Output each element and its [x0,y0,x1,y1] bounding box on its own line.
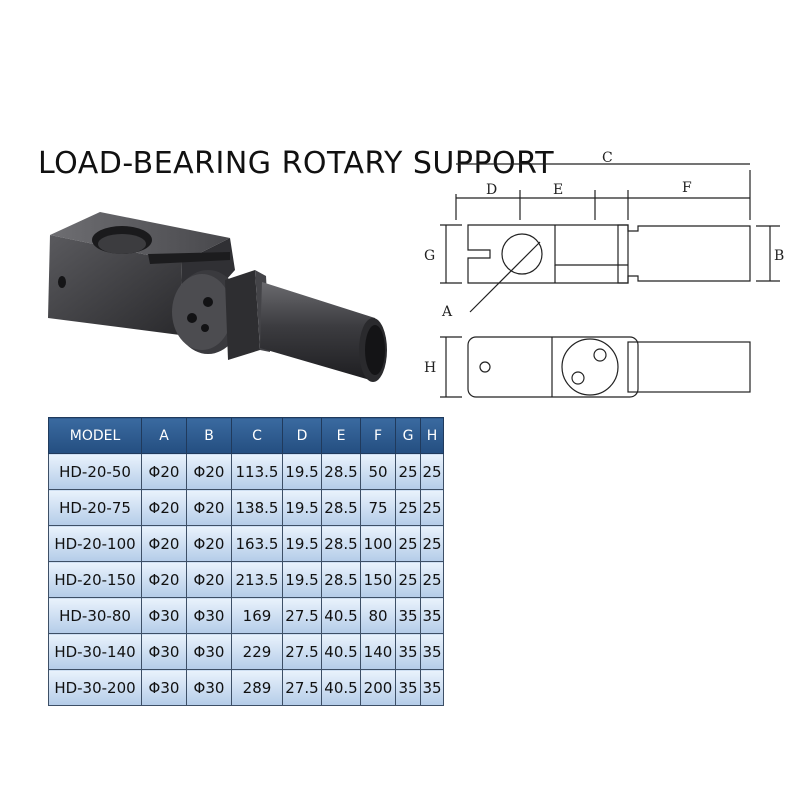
cell-h: 25 [420,525,444,562]
cell-g: 25 [395,525,421,562]
dim-label-a: A [441,304,453,320]
cell-e: 28.5 [321,489,361,526]
dim-label-c: C [602,150,613,166]
cell-d: 19.5 [282,489,322,526]
product-illustration [48,212,387,382]
dim-label-b: B [774,248,784,264]
dim-label-e: E [553,182,563,198]
cell-b: Φ30 [186,597,232,634]
cell-d: 27.5 [282,597,322,634]
cell-h: 35 [420,633,444,670]
table-header-row: MODEL A B C D E F G H [48,417,444,454]
col-header-a: A [141,417,187,454]
table-row: HD-30-140 Φ30 Φ30 229 27.5 40.5 140 35 3… [48,633,444,670]
cell-h: 25 [420,489,444,526]
cell-a: Φ20 [141,525,187,562]
cell-model: HD-30-140 [48,633,142,670]
cell-b: Φ30 [186,669,232,706]
cell-g: 25 [395,561,421,598]
cell-a: Φ20 [141,453,187,490]
table-row: HD-30-80 Φ30 Φ30 169 27.5 40.5 80 35 35 [48,597,444,634]
cell-model: HD-20-100 [48,525,142,562]
cell-a: Φ30 [141,633,187,670]
cell-model: HD-20-75 [48,489,142,526]
cell-f: 150 [360,561,396,598]
col-header-d: D [282,417,322,454]
dim-label-g: G [424,248,435,264]
table-row: HD-20-50 Φ20 Φ20 113.5 19.5 28.5 50 25 2… [48,453,444,490]
cell-model: HD-20-50 [48,453,142,490]
cell-e: 40.5 [321,633,361,670]
cell-a: Φ20 [141,561,187,598]
cell-model: HD-30-80 [48,597,142,634]
cell-g: 35 [395,633,421,670]
cell-d: 27.5 [282,633,322,670]
cell-a: Φ20 [141,489,187,526]
cell-g: 35 [395,597,421,634]
cell-h: 35 [420,669,444,706]
col-header-model: MODEL [48,417,142,454]
col-header-g: G [395,417,421,454]
cell-b: Φ20 [186,453,232,490]
cell-c: 113.5 [231,453,283,490]
dim-label-f: F [682,180,692,196]
cell-f: 50 [360,453,396,490]
table-row: HD-30-200 Φ30 Φ30 289 27.5 40.5 200 35 3… [48,669,444,706]
cell-c: 229 [231,633,283,670]
cell-e: 40.5 [321,669,361,706]
col-header-b: B [186,417,232,454]
cell-c: 138.5 [231,489,283,526]
spec-table: MODEL A B C D E F G H HD-20-50 Φ20 Φ20 1… [48,417,444,706]
cell-g: 35 [395,669,421,706]
cell-f: 140 [360,633,396,670]
cell-f: 100 [360,525,396,562]
cell-d: 19.5 [282,453,322,490]
cell-c: 169 [231,597,283,634]
cell-c: 213.5 [231,561,283,598]
cell-b: Φ20 [186,525,232,562]
cell-f: 75 [360,489,396,526]
cell-a: Φ30 [141,597,187,634]
cell-e: 28.5 [321,561,361,598]
cell-e: 28.5 [321,453,361,490]
cell-model: HD-30-200 [48,669,142,706]
cell-g: 25 [395,453,421,490]
dim-label-h: H [424,360,436,376]
cell-c: 163.5 [231,525,283,562]
table-row: HD-20-150 Φ20 Φ20 213.5 19.5 28.5 150 25… [48,561,444,598]
technical-drawing: C D E F G B A H [424,150,784,398]
col-header-h: H [420,417,444,454]
cell-h: 25 [420,453,444,490]
cell-f: 200 [360,669,396,706]
cell-d: 19.5 [282,525,322,562]
cell-h: 35 [420,597,444,634]
cell-h: 25 [420,561,444,598]
cell-c: 289 [231,669,283,706]
col-header-e: E [321,417,361,454]
col-header-c: C [231,417,283,454]
table-row: HD-20-100 Φ20 Φ20 163.5 19.5 28.5 100 25… [48,525,444,562]
cell-f: 80 [360,597,396,634]
cell-b: Φ20 [186,561,232,598]
cell-d: 27.5 [282,669,322,706]
cell-d: 19.5 [282,561,322,598]
col-header-f: F [360,417,396,454]
cell-b: Φ30 [186,633,232,670]
cell-g: 25 [395,489,421,526]
cell-e: 40.5 [321,597,361,634]
cell-a: Φ30 [141,669,187,706]
cell-b: Φ20 [186,489,232,526]
cell-model: HD-20-150 [48,561,142,598]
dim-label-d: D [486,182,497,198]
table-row: HD-20-75 Φ20 Φ20 138.5 19.5 28.5 75 25 2… [48,489,444,526]
cell-e: 28.5 [321,525,361,562]
